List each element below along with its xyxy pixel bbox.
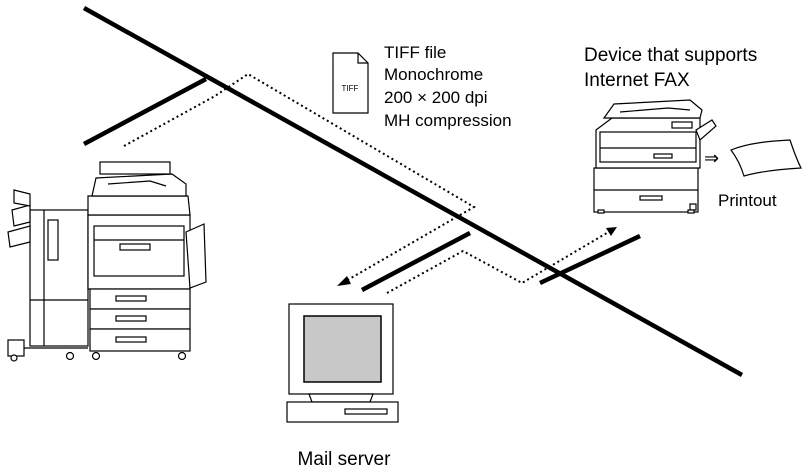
network-lines	[82, 6, 744, 377]
server-to-device-path	[386, 229, 613, 294]
server-arrowhead	[337, 276, 351, 286]
sender-branch-line	[82, 77, 208, 146]
tiff-document-icon: TIFF	[332, 52, 369, 114]
sender-to-server-path	[123, 72, 476, 283]
data-paths	[123, 72, 617, 294]
server-screen	[303, 315, 382, 383]
receiver-branch-line	[539, 233, 641, 286]
file-info: TIFF file Monochrome 200 × 200 dpi MH co…	[384, 43, 512, 130]
file-info-line-4: MH compression	[384, 111, 512, 130]
mail-server-label: Mail server	[298, 449, 392, 470]
main-network-line	[82, 6, 744, 377]
multifunction-printer-icon	[7, 161, 207, 362]
device-arrowhead	[606, 227, 617, 236]
output-arrow-icon: ⇒	[704, 148, 719, 168]
internet-fax-device-icon	[593, 99, 717, 214]
file-info-line-1: TIFF file	[384, 43, 446, 62]
server-branch-line	[360, 231, 472, 292]
printed-page-icon	[730, 139, 802, 177]
printout-label: Printout	[718, 191, 777, 210]
device-title-line-1: Device that supports	[584, 45, 757, 66]
device-title-line-2: Internet FAX	[584, 70, 690, 91]
file-info-line-2: Monochrome	[384, 65, 483, 84]
device-title: Device that supports Internet FAX	[584, 45, 757, 91]
mail-server-computer-icon	[286, 303, 399, 423]
file-info-line-3: 200 × 200 dpi	[384, 88, 488, 107]
tiff-icon-label: TIFF	[342, 84, 359, 93]
